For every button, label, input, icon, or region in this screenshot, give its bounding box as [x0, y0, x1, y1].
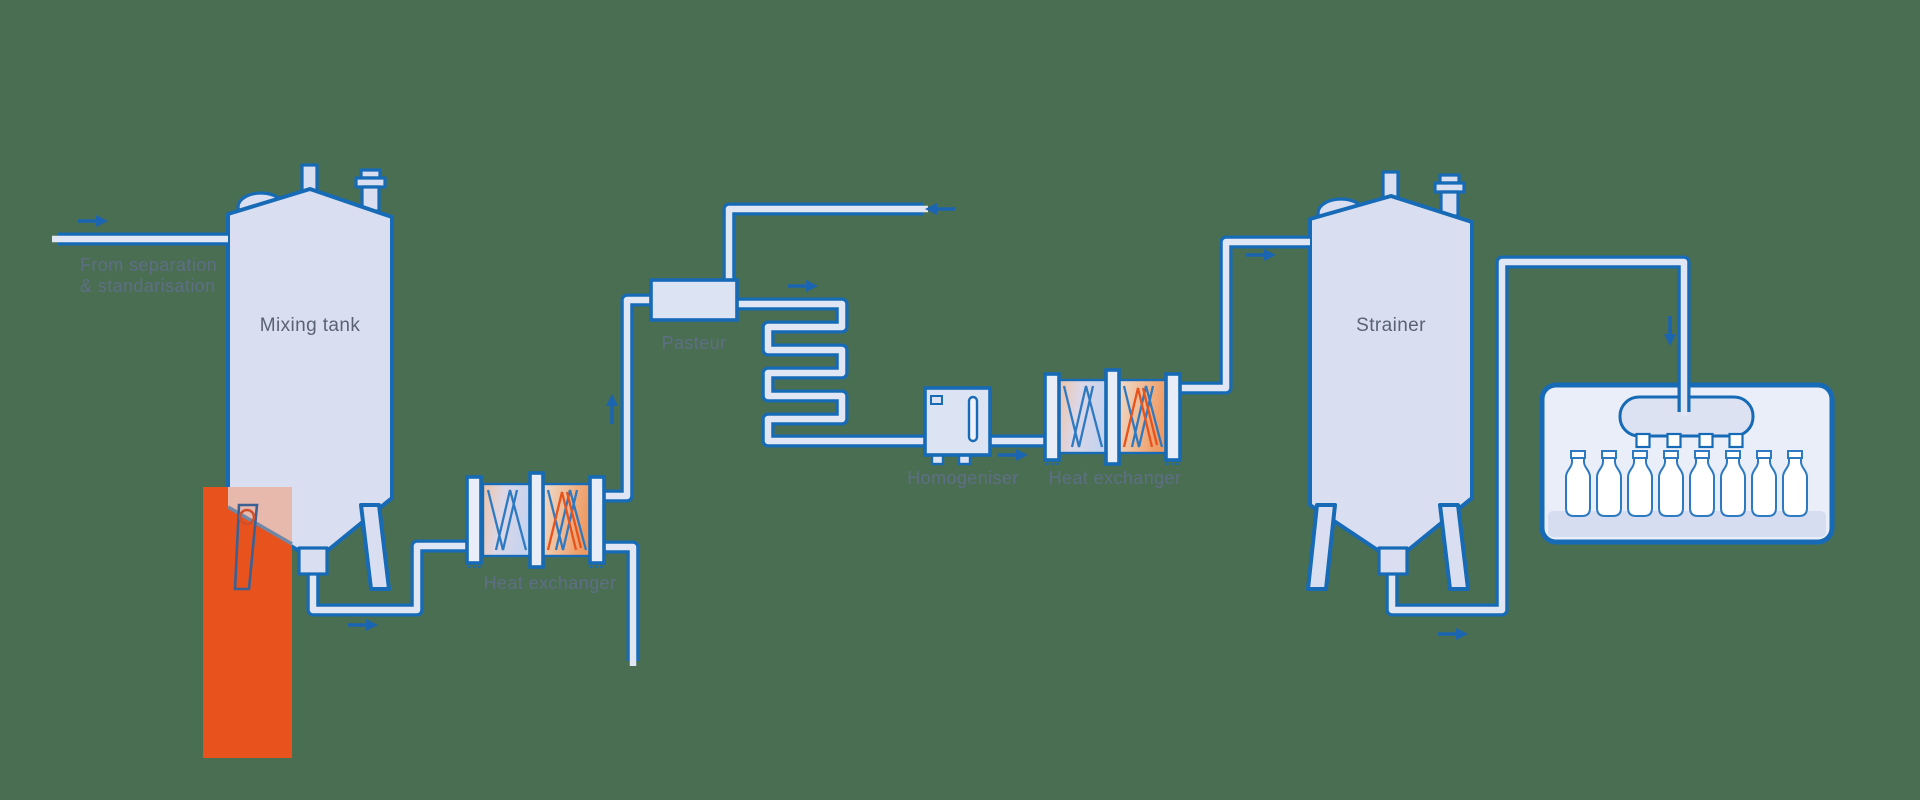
- bottle-cap: [1601, 450, 1617, 459]
- flow-arrows: [78, 203, 1676, 640]
- milk-bottle: [1565, 450, 1591, 517]
- milk-bottle: [1658, 450, 1684, 517]
- heat-exchanger-1-label: Heat exchanger: [484, 573, 617, 593]
- bottle-body: [1689, 457, 1715, 517]
- bottling-machine: [1539, 382, 1835, 545]
- flow-arrow-left-icon: [925, 203, 955, 215]
- strainer-body: [1308, 194, 1474, 553]
- flow-arrow-right-icon: [78, 215, 108, 227]
- bottle-body: [1751, 457, 1777, 517]
- bottle-body: [1565, 457, 1591, 517]
- milk-bottle: [1689, 450, 1715, 517]
- flow-arrow-right-icon: [348, 619, 378, 631]
- he1-cool-section: [481, 482, 532, 558]
- strainer-label: Strainer: [1356, 315, 1426, 336]
- bottle-body: [1658, 457, 1684, 517]
- bottle-cap: [1725, 450, 1741, 459]
- he2-plate-pattern-blue-left: [1062, 385, 1104, 448]
- bottle-body: [1596, 457, 1622, 517]
- pipe-tank-to-he1: [309, 542, 467, 614]
- bottle-cap: [1570, 450, 1586, 459]
- pipe-he1-to-pasteur: [604, 296, 655, 500]
- filler-nozzle: [1728, 432, 1744, 449]
- strainer-left-leg: [1306, 503, 1337, 591]
- pipe-strainer-to-filler: [1388, 258, 1688, 614]
- bottle-cap: [1694, 450, 1710, 459]
- flow-arrow-right-icon: [788, 280, 818, 292]
- he1-left-end-plate: [465, 475, 483, 565]
- he2-left-end-plate: [1043, 372, 1061, 462]
- strainer-right-leg: [1438, 503, 1470, 591]
- mixing-tank-right-leg: [359, 503, 391, 591]
- he2-middle-plate: [1104, 368, 1121, 466]
- flow-arrow-down-icon: [1664, 316, 1676, 346]
- heat-exchanger-1: [465, 471, 606, 569]
- bottle-body: [1720, 457, 1746, 517]
- bottle-cap: [1632, 450, 1648, 459]
- source-label-line1: From separation: [80, 255, 217, 275]
- homogeniser-slot: [967, 395, 979, 443]
- homogeniser-unit: [923, 386, 992, 466]
- pasteur-unit: [649, 278, 739, 322]
- milk-bottle: [1782, 450, 1808, 517]
- he1-right-end-plate: [588, 475, 606, 565]
- pipe-pasteur-top: [725, 205, 928, 284]
- pasteur-label: Pasteur: [662, 333, 727, 353]
- flow-arrow-up-icon: [606, 394, 618, 424]
- pipe-he2-to-strainer: [1179, 238, 1310, 392]
- homogeniser-label: Homogeniser: [907, 468, 1018, 488]
- filler-nozzle: [1666, 432, 1682, 449]
- mixing-tank-label: Mixing tank: [260, 315, 361, 336]
- bottle-cap: [1756, 450, 1772, 459]
- homogeniser-body: [923, 386, 992, 457]
- strainer-outlet-boss: [1377, 546, 1409, 576]
- pipes: [52, 202, 1691, 666]
- he1-middle-plate: [528, 471, 545, 569]
- bottle-cap: [1663, 450, 1679, 459]
- conveyor-band: [1548, 511, 1826, 537]
- flow-arrow-right-icon: [1438, 628, 1468, 640]
- he1-plate-pattern-orange: [546, 491, 583, 551]
- highlight-tank-overlap: [228, 487, 292, 545]
- bottle-body: [1627, 457, 1653, 517]
- he2-right-end-plate: [1164, 372, 1182, 462]
- he2-plate-pattern-orange: [1122, 387, 1159, 448]
- labels: From separation & standarisation Mixing …: [80, 255, 1426, 593]
- milk-bottle: [1596, 450, 1622, 517]
- homogeniser-indicator: [930, 395, 943, 405]
- flow-arrow-right-icon: [998, 449, 1028, 461]
- filler-nozzle: [1698, 432, 1714, 449]
- mixing-tank-left-leg: [233, 503, 259, 591]
- bottle-cap: [1787, 450, 1803, 459]
- filler-nozzles: [1635, 432, 1744, 449]
- milk-bottle: [1751, 450, 1777, 517]
- milk-bottles: [1565, 450, 1808, 517]
- pipe-he1-drain: [604, 543, 637, 666]
- milk-bottle: [1720, 450, 1746, 517]
- milk-bottle: [1627, 450, 1653, 517]
- heat-exchanger-2-label: Heat exchanger: [1049, 468, 1182, 488]
- source-label-line2: & standarisation: [80, 276, 215, 296]
- filler-nozzle: [1635, 432, 1651, 449]
- flow-arrow-right-icon: [1246, 249, 1276, 261]
- he1-plate-pattern-blue-left: [486, 489, 528, 551]
- heat-exchanger-2: [1043, 368, 1182, 466]
- bottle-body: [1782, 457, 1808, 517]
- leg-joint-circle: [238, 508, 256, 526]
- mixing-tank-outlet-boss: [297, 546, 329, 576]
